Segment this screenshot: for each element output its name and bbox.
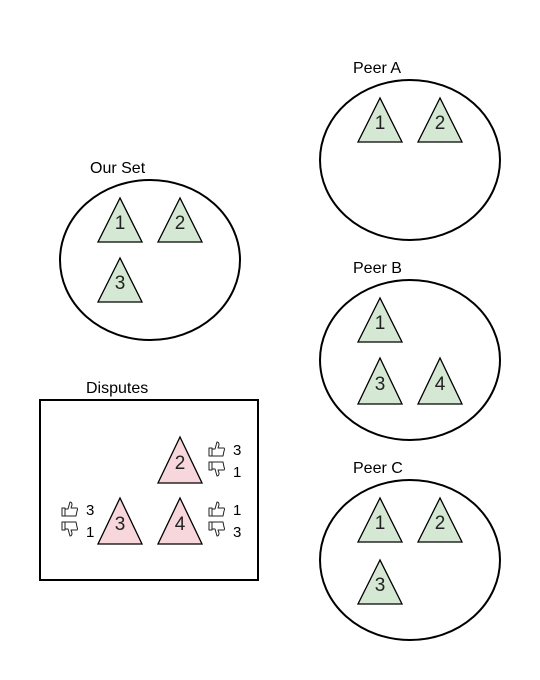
triangle-shape	[356, 558, 404, 605]
item-number: 2	[435, 113, 446, 134]
peer-c-group: Peer C 1 2 3	[319, 460, 501, 641]
triangle-shape	[416, 496, 464, 543]
peer-b-circle	[319, 279, 501, 441]
peer-c-label: Peer C	[353, 460, 403, 477]
peer-a-group: Peer A 1 2	[319, 60, 501, 241]
item-number: 3	[115, 514, 126, 535]
peer-c-item-2: 2	[416, 496, 464, 543]
downvote-count: 1	[86, 524, 94, 541]
triangle-shape	[96, 196, 144, 243]
item-number: 3	[115, 273, 126, 294]
thumbs-up-icon	[208, 501, 225, 517]
triangle-shape	[156, 435, 204, 484]
thumbs-down-icon	[208, 461, 225, 477]
downvote-count: 1	[233, 464, 241, 481]
peer-b-group: Peer B 1 3 4	[319, 260, 501, 441]
triangle-shape	[156, 496, 204, 545]
our-set-circle	[59, 179, 241, 341]
item-number: 3	[375, 575, 386, 596]
our-set-item-3: 3	[96, 256, 144, 303]
item-number: 1	[375, 113, 386, 134]
upvote-count: 3	[233, 442, 241, 459]
item-number: 1	[375, 513, 386, 534]
item-number: 4	[175, 514, 186, 535]
triangle-shape	[356, 356, 404, 405]
thumbs-up-icon	[208, 441, 225, 457]
peer-b-label: Peer B	[353, 260, 402, 277]
item-number: 1	[115, 213, 126, 234]
peer-c-item-3: 3	[356, 558, 404, 605]
item-number: 2	[435, 513, 446, 534]
peer-a-item-2: 2	[416, 96, 464, 143]
upvote-count: 3	[86, 502, 94, 519]
triangle-shape	[156, 196, 204, 243]
thumbs-up-icon	[61, 501, 78, 517]
thumbs-down-icon	[61, 521, 78, 537]
disputes-box	[39, 399, 259, 581]
upvote-count: 1	[233, 502, 241, 519]
item-number: 1	[375, 313, 386, 334]
item-number: 2	[175, 213, 186, 234]
thumbs-down-icon	[208, 521, 225, 537]
item-number: 2	[175, 453, 186, 474]
our-set-label: Our Set	[90, 160, 146, 177]
downvote-count: 3	[233, 524, 241, 541]
dispute-item-2: 2 3 1	[156, 435, 241, 484]
triangle-shape	[356, 96, 404, 143]
dispute-item-4: 4 1 3	[156, 496, 241, 545]
triangle-shape	[416, 96, 464, 143]
triangle-shape	[356, 496, 404, 543]
triangle-shape	[96, 496, 144, 545]
peer-b-item-3: 3	[356, 356, 404, 405]
disputes-group: Disputes 2 3 1 3 3 1	[39, 380, 259, 581]
peer-a-item-1: 1	[356, 96, 404, 143]
our-set-group: Our Set 1 2 3	[59, 160, 241, 341]
item-number: 4	[435, 374, 446, 395]
dispute-item-3: 3 3 1	[61, 496, 144, 545]
our-set-item-1: 1	[96, 196, 144, 243]
triangle-shape	[96, 256, 144, 303]
peer-b-item-1: 1	[356, 296, 404, 343]
our-set-item-2: 2	[156, 196, 204, 243]
disputes-label: Disputes	[86, 380, 148, 397]
peer-a-circle	[319, 79, 501, 241]
peer-c-circle	[319, 479, 501, 641]
item-number: 3	[375, 374, 386, 395]
triangle-shape	[356, 296, 404, 343]
peer-a-label: Peer A	[353, 60, 401, 77]
peer-b-item-4: 4	[416, 356, 464, 405]
triangle-shape	[416, 356, 464, 405]
peer-c-item-1: 1	[356, 496, 404, 543]
